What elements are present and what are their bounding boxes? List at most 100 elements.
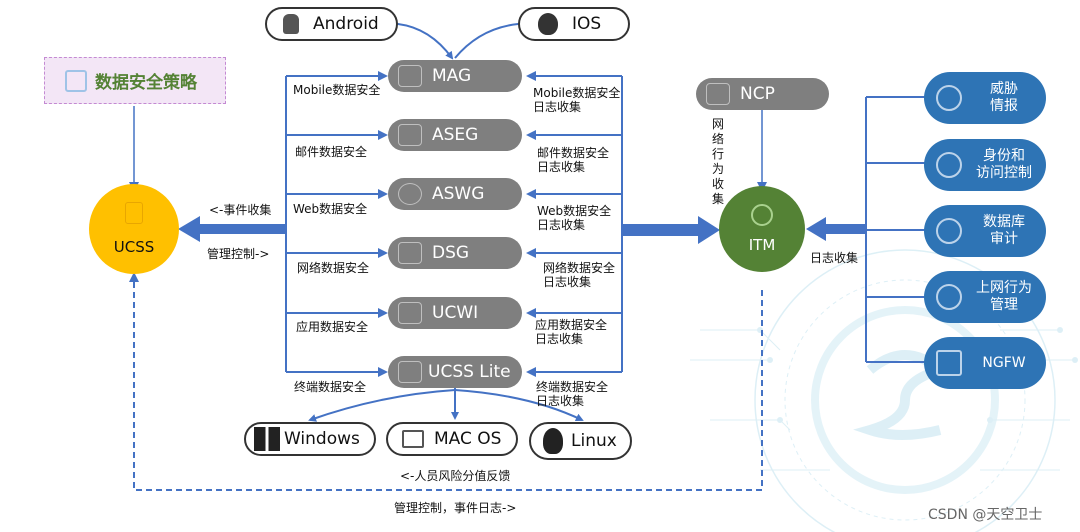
ucss-lite-icon	[398, 361, 422, 383]
ncp-collect-char: 网	[711, 117, 724, 131]
right-label-line: 日志收集	[537, 160, 586, 174]
gateway-dsg: DSG	[388, 237, 522, 269]
left-label-dsg: 网络数据安全	[297, 261, 370, 275]
gateway-ucss-lite: UCSS Lite	[388, 356, 522, 388]
right-label-line: 邮件数据安全	[537, 146, 610, 160]
source-db-audit: 数据库审计	[924, 205, 1046, 257]
fingerprint-icon	[751, 204, 773, 226]
ios-node: IOS	[518, 7, 630, 41]
ucss-label: UCSS	[113, 238, 155, 256]
right-label-line: 应用数据安全	[535, 318, 608, 332]
database-icon	[936, 218, 962, 244]
right-label-line: 日志收集	[535, 332, 584, 346]
monitor-icon	[402, 430, 424, 448]
ncp-collect-label: 网 络 行 为 收 集	[710, 117, 726, 207]
ncp-collect-char: 收	[711, 177, 724, 191]
event-collect-label: <-事件收集	[209, 203, 272, 217]
ncp-icon	[706, 83, 730, 105]
sources-itm-thick-arrow	[806, 217, 866, 241]
mgmt-control-label: 管理控制->	[207, 247, 270, 261]
windows-icon	[254, 427, 280, 451]
ncp-collect-char: 为	[711, 162, 724, 176]
ios-label: IOS	[572, 14, 602, 34]
windows-node: Windows	[244, 422, 376, 456]
mag-icon	[398, 65, 422, 87]
aswg-globe-icon	[398, 183, 422, 205]
gateway-label: ASEG	[432, 125, 479, 145]
right-label-ucwi: 应用数据安全 日志收集	[535, 318, 607, 346]
ncp-collect-char: 络	[711, 132, 724, 146]
linux-node: Linux	[529, 422, 632, 460]
source-web-behavior: 上网行为管理	[924, 271, 1046, 323]
ucwi-icon	[398, 302, 422, 324]
source-line: 威胁	[990, 81, 1018, 97]
mobile-platform-arrows	[391, 19, 525, 60]
gateway-mag: MAG	[388, 60, 522, 92]
ncp-collect-char: 行	[711, 147, 724, 161]
right-label-line: Web数据安全	[537, 204, 612, 218]
left-label-ucss-lite: 终端数据安全	[294, 380, 367, 394]
right-label-line: 日志收集	[537, 218, 586, 232]
policy-box: 数据安全策略	[44, 57, 226, 104]
left-label-ucwi: 应用数据安全	[296, 320, 369, 334]
gateway-label: MAG	[432, 66, 472, 86]
right-label-line: 网络数据安全	[543, 261, 616, 275]
ucss-bus-thick-arrow	[178, 216, 286, 242]
right-label-line: Mobile数据安全	[533, 86, 621, 100]
right-label-mag: Mobile数据安全 日志收集	[533, 86, 620, 114]
source-line: 访问控制	[976, 165, 1032, 181]
windows-label: Windows	[284, 429, 360, 449]
left-label-aseg: 邮件数据安全	[295, 145, 368, 159]
android-node: Android	[265, 7, 398, 41]
ncp-node: NCP	[696, 78, 829, 110]
ucss-icon	[125, 202, 143, 224]
log-collect-label: 日志收集	[810, 251, 859, 265]
watermark: CSDN @天空卫士	[928, 507, 1043, 523]
left-label-aswg: Web数据安全	[293, 202, 368, 216]
macos-node: MAC OS	[386, 422, 518, 456]
mgmt-event-log-label: 管理控制，事件日志->	[394, 501, 517, 515]
ncp-collect-char: 集	[711, 192, 724, 206]
android-icon	[283, 14, 299, 34]
left-label-mag: Mobile数据安全	[293, 83, 381, 97]
linux-label: Linux	[571, 431, 617, 451]
identity-icon	[936, 152, 962, 178]
threat-intel-icon	[936, 85, 962, 111]
right-label-ucss-lite: 终端数据安全 日志收集	[536, 380, 608, 408]
source-line: 情报	[990, 98, 1018, 114]
source-ngfw: NGFW	[924, 337, 1046, 389]
itm-node: ITM	[719, 186, 805, 272]
source-identity-access: 身份和访问控制	[924, 139, 1046, 191]
android-label: Android	[313, 14, 379, 34]
source-line: 数据库	[983, 214, 1025, 230]
gateway-ucwi: UCWI	[388, 297, 522, 329]
linux-penguin-icon	[543, 428, 563, 454]
macos-label: MAC OS	[434, 429, 502, 449]
dsg-icon	[398, 242, 422, 264]
bus-itm-thick-arrow	[622, 216, 720, 244]
itm-label: ITM	[748, 236, 776, 254]
endpoint-arrows	[308, 386, 584, 422]
gateway-aseg: ASEG	[388, 119, 522, 151]
right-label-aseg: 邮件数据安全 日志收集	[537, 146, 609, 174]
right-label-dsg: 网络数据安全 日志收集	[543, 261, 615, 289]
gateway-label: DSG	[432, 243, 470, 263]
source-line: 上网行为	[976, 280, 1032, 296]
background-shield-graphic	[690, 249, 1078, 532]
ucss-node: UCSS	[89, 184, 179, 274]
right-label-line: 终端数据安全	[536, 380, 609, 394]
right-label-line: 日志收集	[536, 394, 585, 408]
web-behavior-icon	[936, 284, 962, 310]
aseg-icon	[398, 124, 422, 146]
firewall-icon	[936, 350, 962, 376]
source-threat-intel: 威胁情报	[924, 72, 1046, 124]
policy-icon	[65, 69, 87, 92]
risk-feedback-label: <-人员风险分值反馈	[400, 469, 511, 483]
apple-icon	[538, 13, 558, 35]
gateway-aswg: ASWG	[388, 178, 522, 210]
right-label-line: 日志收集	[543, 275, 592, 289]
source-line: 审计	[990, 231, 1018, 247]
gateway-label: UCSS Lite	[428, 362, 511, 382]
source-line: 管理	[990, 297, 1018, 313]
